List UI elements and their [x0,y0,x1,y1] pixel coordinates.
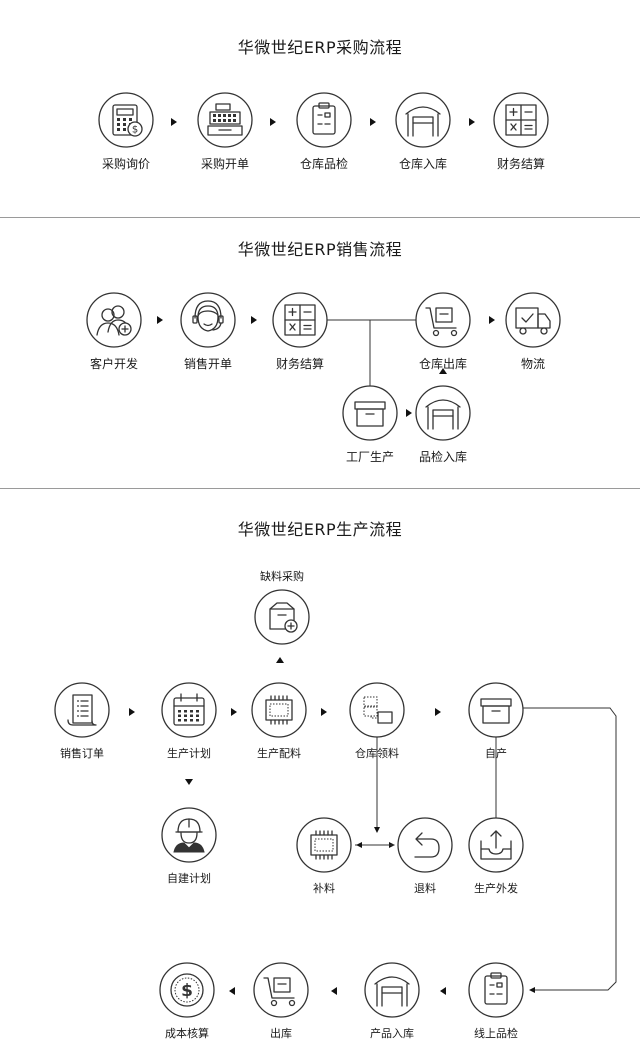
flow-node-p2 [197,92,253,148]
node-circle [251,682,307,738]
dollar-coin-icon: $ [170,973,204,1007]
svg-text:$: $ [181,981,193,1001]
clipboard-checklist-icon [312,102,336,135]
connector-line [523,707,617,993]
cash-register-icon [207,103,243,136]
node-circle [505,292,561,348]
flow-node-m3 [251,682,307,738]
delivery-truck-icon [515,307,551,335]
flow-arrow [229,987,235,995]
blocks-icon [363,696,393,724]
node-circle [180,292,236,348]
warehouse-icon [374,976,410,1007]
flow-node-m0 [254,589,310,645]
flow-node-m13 [468,962,524,1018]
flow-arrow [370,118,376,126]
cart-box-icon [263,977,296,1007]
node-circle [468,962,524,1018]
node-circle [86,292,142,348]
node-circle [54,682,110,738]
flow-arrow [439,368,447,374]
node-circle [415,385,471,441]
flow-node-p3 [296,92,352,148]
users-add-icon [96,305,132,336]
flow-arrow [171,118,177,126]
flow-node-p4 [395,92,451,148]
math-operators-icon [505,104,537,136]
flow-node-s2 [180,292,236,348]
node-circle [342,385,398,441]
chip-icon [265,695,293,725]
tray-upload-icon [480,830,512,860]
calculator-dollar-icon: $ [112,104,143,137]
flow-node-m5 [468,682,524,738]
node-circle [468,682,524,738]
flow-node-s6 [342,385,398,441]
flow-node-m6 [161,807,217,863]
calendar-icon [173,693,205,726]
box-icon [480,698,512,724]
flow-arrow [489,316,495,324]
node-circle [296,92,352,148]
node-circle [254,589,310,645]
flow-arrow [440,987,446,995]
flow-node-m7 [296,817,352,873]
flow-node-m12 [364,962,420,1018]
flow-arrow [251,316,257,324]
flow-arrow [157,316,163,324]
flow-arrow [129,708,135,716]
flow-arrow [435,708,441,716]
node-circle [161,807,217,863]
node-circle [161,682,217,738]
flow-arrow [406,409,412,417]
flow-node-m8 [397,817,453,873]
node-circle [364,962,420,1018]
flow-node-m11 [253,962,309,1018]
box-icon [354,401,386,427]
node-circle [159,962,215,1018]
flow-arrow [321,708,327,716]
node-circle [415,292,471,348]
flow-arrow [231,708,237,716]
flow-node-s7 [415,385,471,441]
warehouse-icon [405,106,441,137]
flow-node-m1 [54,682,110,738]
flow-node-m10: $ [159,962,215,1018]
flow-node-m4 [349,682,405,738]
node-circle [395,92,451,148]
warehouse-icon [425,399,461,430]
flow-arrow [331,987,337,995]
flow-node-s1 [86,292,142,348]
headset-agent-icon [192,300,224,332]
flow-node-s4 [415,292,471,348]
flow-arrow [270,118,276,126]
flow-node-p1: $ [98,92,154,148]
return-arrow-icon [414,832,440,858]
flow-node-p5 [493,92,549,148]
chip-icon [310,830,338,860]
svg-text:$: $ [132,125,138,136]
flow-node-m2 [161,682,217,738]
flow-node-m9 [468,817,524,873]
flow-arrow [276,657,284,663]
node-circle [296,817,352,873]
flow-node-s5 [505,292,561,348]
flow-arrow [469,118,475,126]
box-add-icon [269,602,298,633]
receipt-list-icon [67,694,97,726]
cart-box-icon [425,307,458,337]
math-operators-icon [284,304,316,336]
clipboard-checklist-icon [484,972,508,1005]
node-circle [397,817,453,873]
flow-node-s3 [272,292,328,348]
worker-icon [173,818,205,853]
node-circle [253,962,309,1018]
flow-arrow [185,779,193,785]
